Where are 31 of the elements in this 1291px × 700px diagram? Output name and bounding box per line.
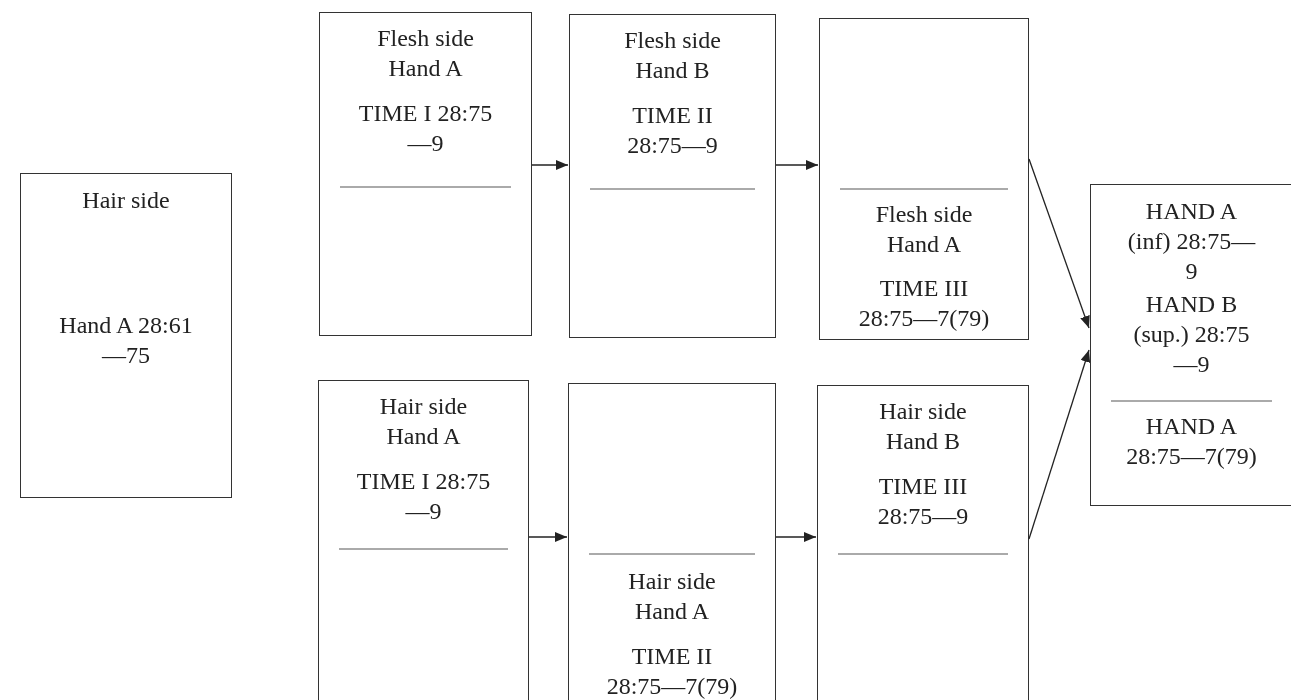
box-text: Hair side	[81, 186, 171, 215]
page-box	[318, 380, 529, 700]
page-box	[819, 18, 1029, 340]
box-text: Hand A 28:61—75	[58, 311, 194, 370]
page-box	[20, 173, 232, 498]
page-box	[1090, 184, 1291, 506]
box-text: TIME I 28:75—9	[355, 467, 492, 526]
box-text: Flesh side Hand A	[874, 200, 974, 259]
box-text: Hair side Hand A	[378, 392, 469, 451]
page-box	[817, 385, 1029, 700]
arrow	[1028, 349, 1091, 540]
box-text: TIME I 28:75—9	[357, 99, 494, 158]
box-text: TIME II 28:75—9	[626, 101, 719, 160]
box-text: TIME II 28:75—7(79)	[605, 642, 739, 700]
box-text: Hair side Hand B	[878, 397, 968, 456]
box-text: TIME III 28:75—7(79)	[857, 274, 991, 333]
box-text: HAND A 28:75—7(79)	[1125, 412, 1258, 471]
box-text: Hair side Hand A	[627, 567, 717, 626]
page-box	[569, 14, 776, 338]
box-text: TIME III 28:75—9	[876, 472, 970, 531]
box-text: HAND A (inf) 28:75—9	[1126, 197, 1257, 286]
arrow	[531, 160, 569, 170]
box-text: Flesh side Hand B	[623, 26, 722, 85]
box-text: Flesh side Hand A	[376, 24, 475, 83]
arrow	[775, 160, 819, 170]
arrow	[1028, 158, 1090, 329]
box-text: HAND B (sup.) 28:75—9	[1132, 290, 1251, 379]
page-box	[319, 12, 532, 336]
arrow	[775, 532, 817, 542]
page-box	[568, 383, 776, 700]
arrow	[528, 532, 568, 542]
